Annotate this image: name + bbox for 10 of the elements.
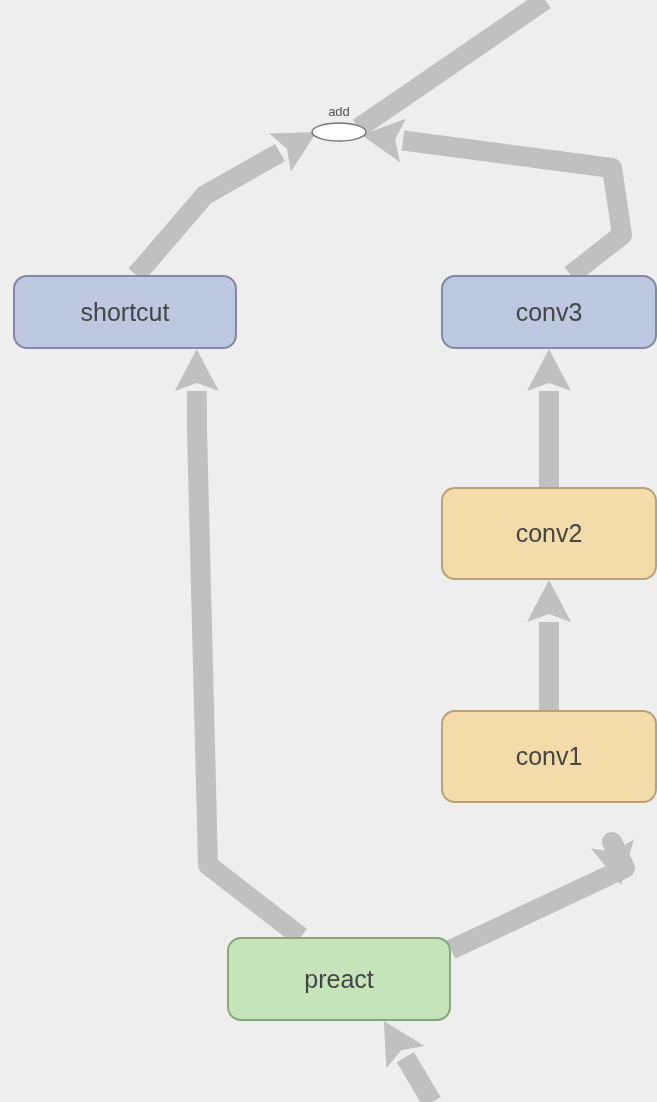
operation-box: preact: [227, 937, 451, 1021]
node-label: add: [328, 104, 350, 120]
operation-box: conv3: [441, 275, 657, 349]
arrow: [527, 349, 571, 487]
operation-box: shortcut: [13, 275, 237, 349]
operation-box: conv2: [441, 487, 657, 580]
arrow: [527, 580, 571, 710]
arrow: [383, 1021, 441, 1102]
operation-box: conv1: [441, 710, 657, 803]
arrow: [446, 832, 635, 959]
